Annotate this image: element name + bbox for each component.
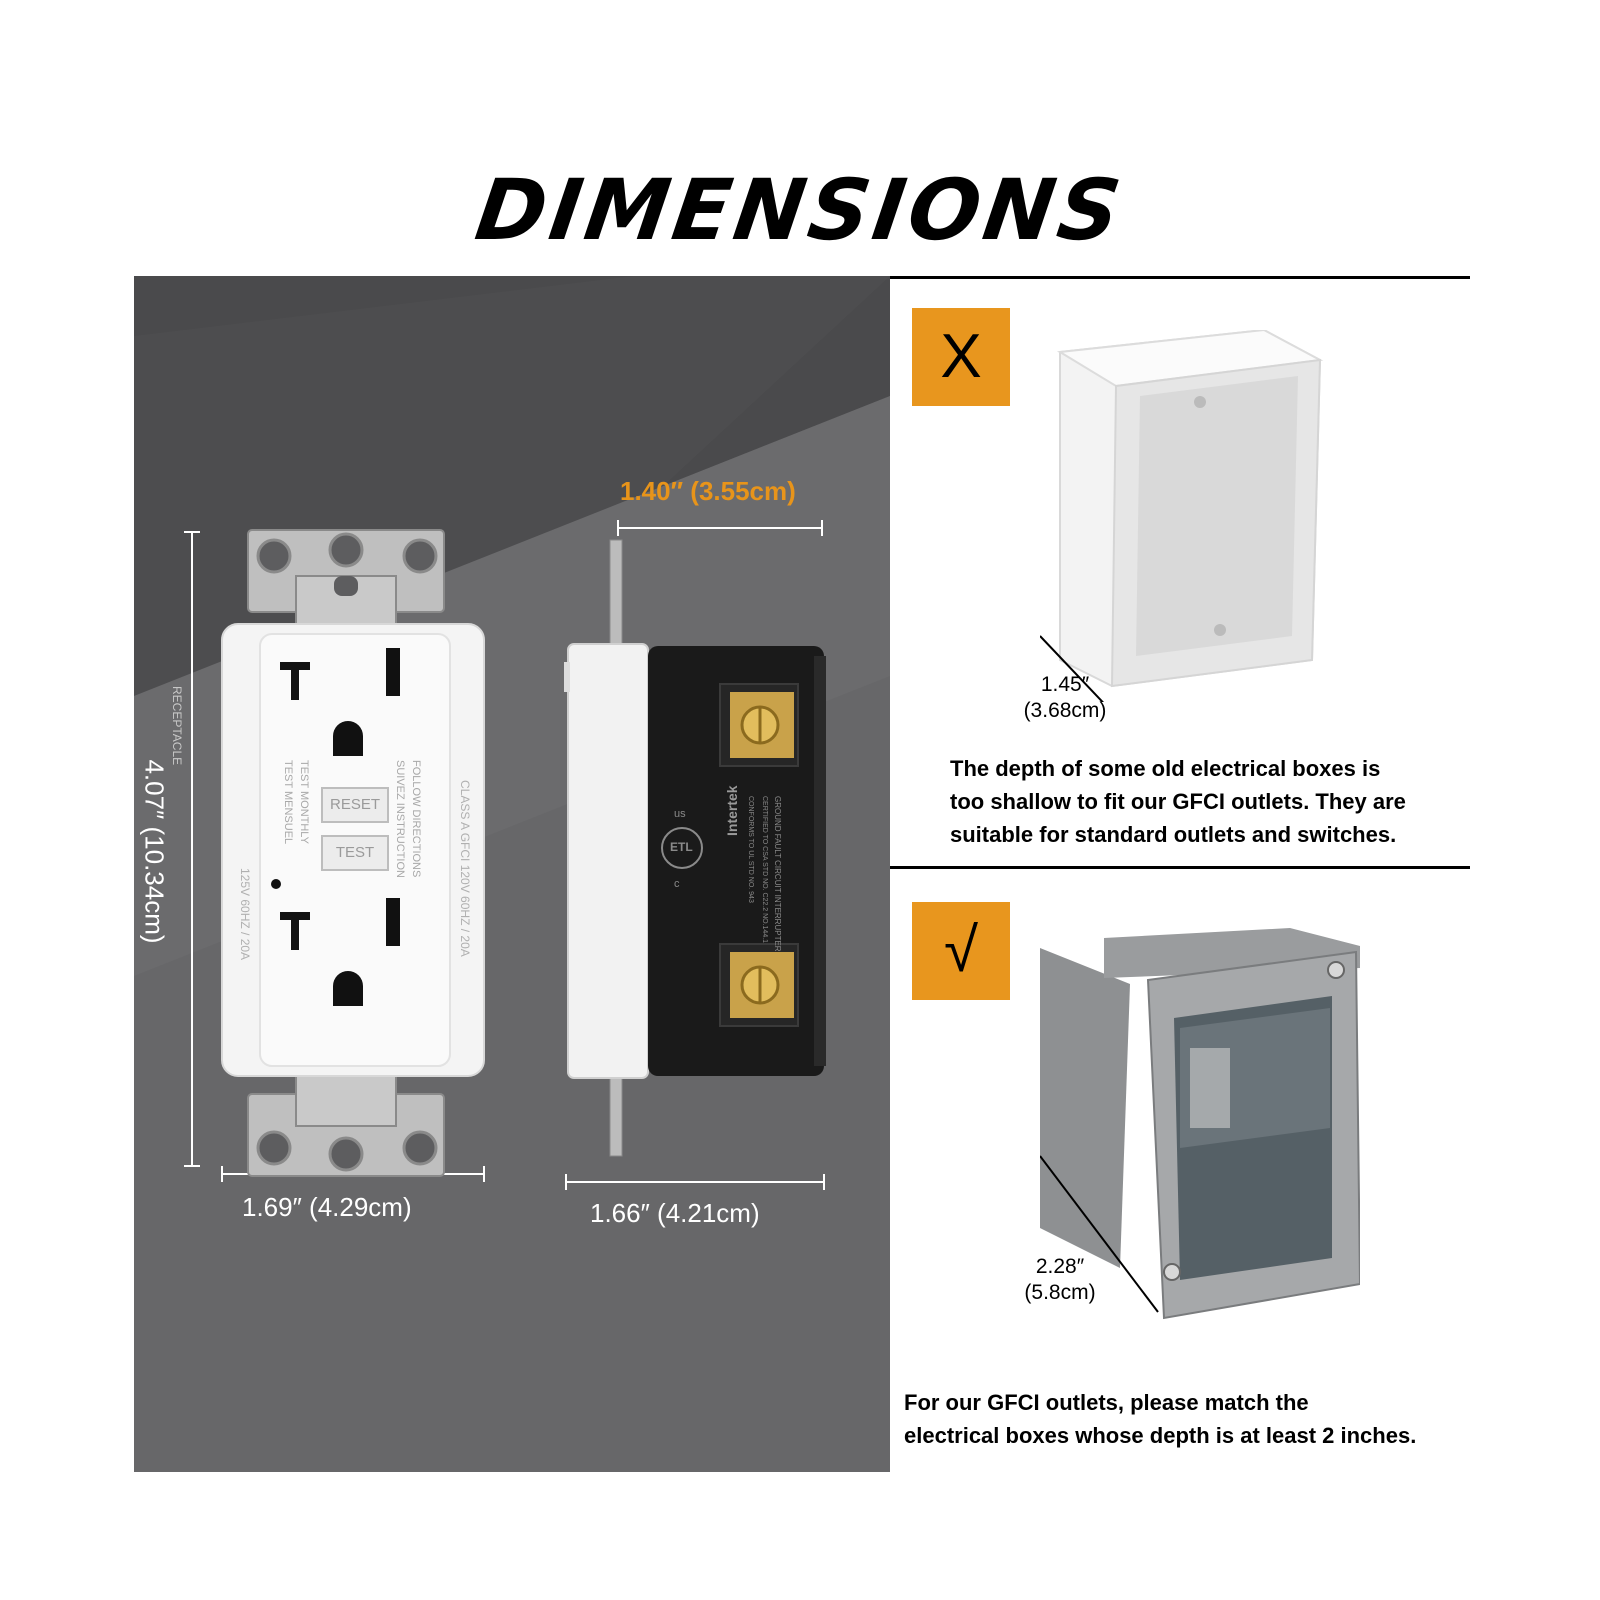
deep-box-depth: 2.28″ (5.8cm) [1000,1254,1120,1306]
shallow-box-depth-value: 1.45″ [1040,673,1090,696]
top-divider [890,276,1470,279]
cert1-label: CERTIFIED TO CSA STD NO. C22.2 NO.144.1 [761,796,768,944]
deep-box-illustration [1040,928,1360,1320]
shallow-box-line-3: suitable for standard outlets and switch… [950,822,1397,847]
dimension-panel: 4.07″ (10.34cm) 1.69″ (4.29cm) RECEPTACL… [134,276,890,1472]
middle-divider [890,866,1470,869]
etl-mark: ETL [670,840,693,854]
shallow-box-description: The depth of some old electrical boxes i… [950,752,1406,851]
shallow-box-line-2: too shallow to fit our GFCI outlets. The… [950,789,1406,814]
deep-box-depth-metric: (5.8cm) [1024,1281,1096,1304]
etl-us-mark: us [674,808,686,820]
shallow-box-illustration [1040,330,1324,702]
deep-box-description: For our GFCI outlets, please match the e… [904,1386,1416,1452]
reset-button[interactable]: RESET [329,796,380,813]
cert2-label: CONFORMS TO UL STD NO. 943 [747,796,754,903]
front-outlet-illustration [184,529,485,1182]
test-button[interactable]: TEST [335,844,375,861]
side-width-label: 1.66″ (4.21cm) [590,1198,760,1228]
page-title: DIMENSIONS [470,161,1130,259]
interrupter-label: GROUND FAULT CIRCUIT INTERRUPTER [773,796,782,952]
brand-label: Intertek [724,785,740,836]
deep-box-depth-value: 2.28″ [1035,1255,1085,1278]
deep-box-line-1: For our GFCI outlets, please match the [904,1390,1309,1415]
etl-c-mark: c [674,878,680,890]
deep-box-line-2: electrical boxes whose depth is at least… [904,1423,1417,1448]
shallow-box-depth-metric: (3.68cm) [1023,699,1107,722]
not-suitable-mark: X [912,308,1010,406]
side-depth-label: 1.40″ (3.55cm) [620,476,796,506]
side-outlet-illustration [564,520,826,1190]
suitable-mark: √ [912,902,1010,1000]
shallow-box-depth: 1.45″ (3.68cm) [1000,672,1130,724]
front-width-label: 1.69″ (4.29cm) [242,1192,412,1222]
shallow-box-line-1: The depth of some old electrical boxes i… [950,756,1381,781]
